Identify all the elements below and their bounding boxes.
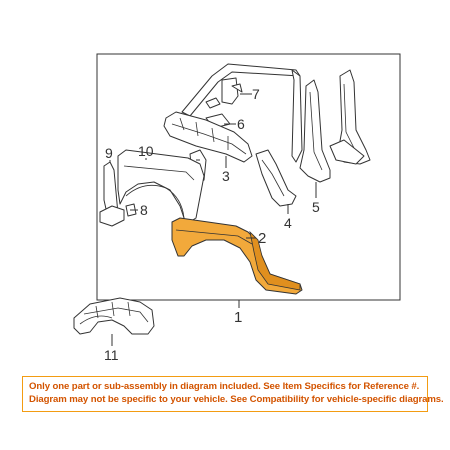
disclaimer-line-2: Diagram may not be specific to your vehi… (29, 394, 444, 405)
part-11-liner (73, 297, 155, 335)
assembly-frame (96, 53, 401, 301)
callout-9: 9 (105, 145, 113, 161)
part-5-pillar (299, 69, 371, 183)
callout-6: 6 (237, 116, 245, 132)
callout-8: 8 (140, 202, 148, 218)
callout-2: 2 (258, 230, 266, 247)
callout-5: 5 (312, 199, 320, 215)
callout-1: 1 (234, 309, 242, 326)
callout-11: 11 (104, 347, 119, 363)
callout-7: 7 (252, 86, 260, 102)
part-10-quarter-frame (117, 149, 205, 225)
part-7-roof-rail (181, 63, 303, 163)
part-2-highlighted-panel (171, 217, 303, 295)
disclaimer-box: Only one part or sub-assembly in diagram… (22, 376, 444, 412)
callout-4: 4 (284, 215, 292, 231)
callout-10: 10 (138, 143, 154, 159)
part-4-lower-pillar (255, 149, 297, 207)
callout-3: 3 (222, 168, 230, 184)
leader-lines (109, 93, 317, 346)
disclaimer-line-1: Only one part or sub-assembly in diagram… (29, 381, 420, 392)
